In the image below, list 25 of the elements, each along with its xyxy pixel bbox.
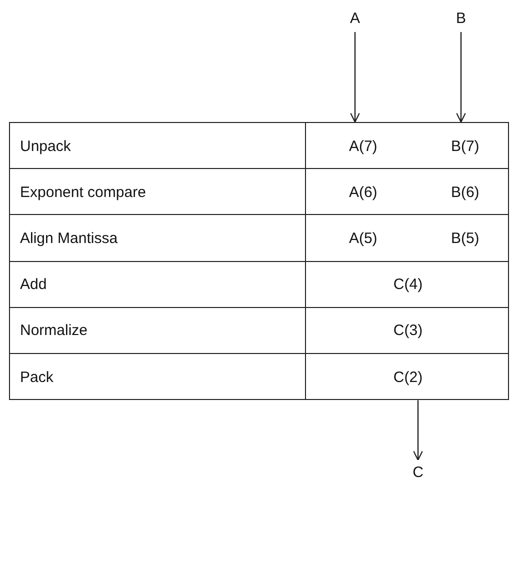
operand-label: B(6) <box>450 184 480 201</box>
stage-cell <box>9 353 306 400</box>
operand-cell <box>305 353 509 400</box>
operand-label: C(4) <box>392 276 424 294</box>
stage-name: Pack <box>20 368 54 386</box>
operand-cell <box>305 122 509 170</box>
stage-cell <box>9 122 306 170</box>
stage-name: Normalize <box>20 322 88 340</box>
stage-name: Add <box>20 276 47 294</box>
stage-name: Unpack <box>20 138 71 155</box>
signal-name: B <box>454 10 467 27</box>
operand-label: A(5) <box>348 230 378 247</box>
signal-name: A <box>348 10 361 27</box>
arrow <box>412 400 424 461</box>
operand-label: A(6) <box>348 184 378 201</box>
stage-name: Exponent compare <box>20 184 146 201</box>
arrow <box>350 32 360 123</box>
operand-label: A(7) <box>348 138 378 155</box>
operand-label: B(5) <box>450 230 480 247</box>
operand-label: B(7) <box>450 138 480 155</box>
stage-name: Align Mantissa <box>20 230 118 247</box>
signal-name: C <box>412 464 424 481</box>
arrow <box>456 32 466 123</box>
operand-label: C(2) <box>392 368 424 386</box>
operand-label: C(3) <box>392 322 424 340</box>
